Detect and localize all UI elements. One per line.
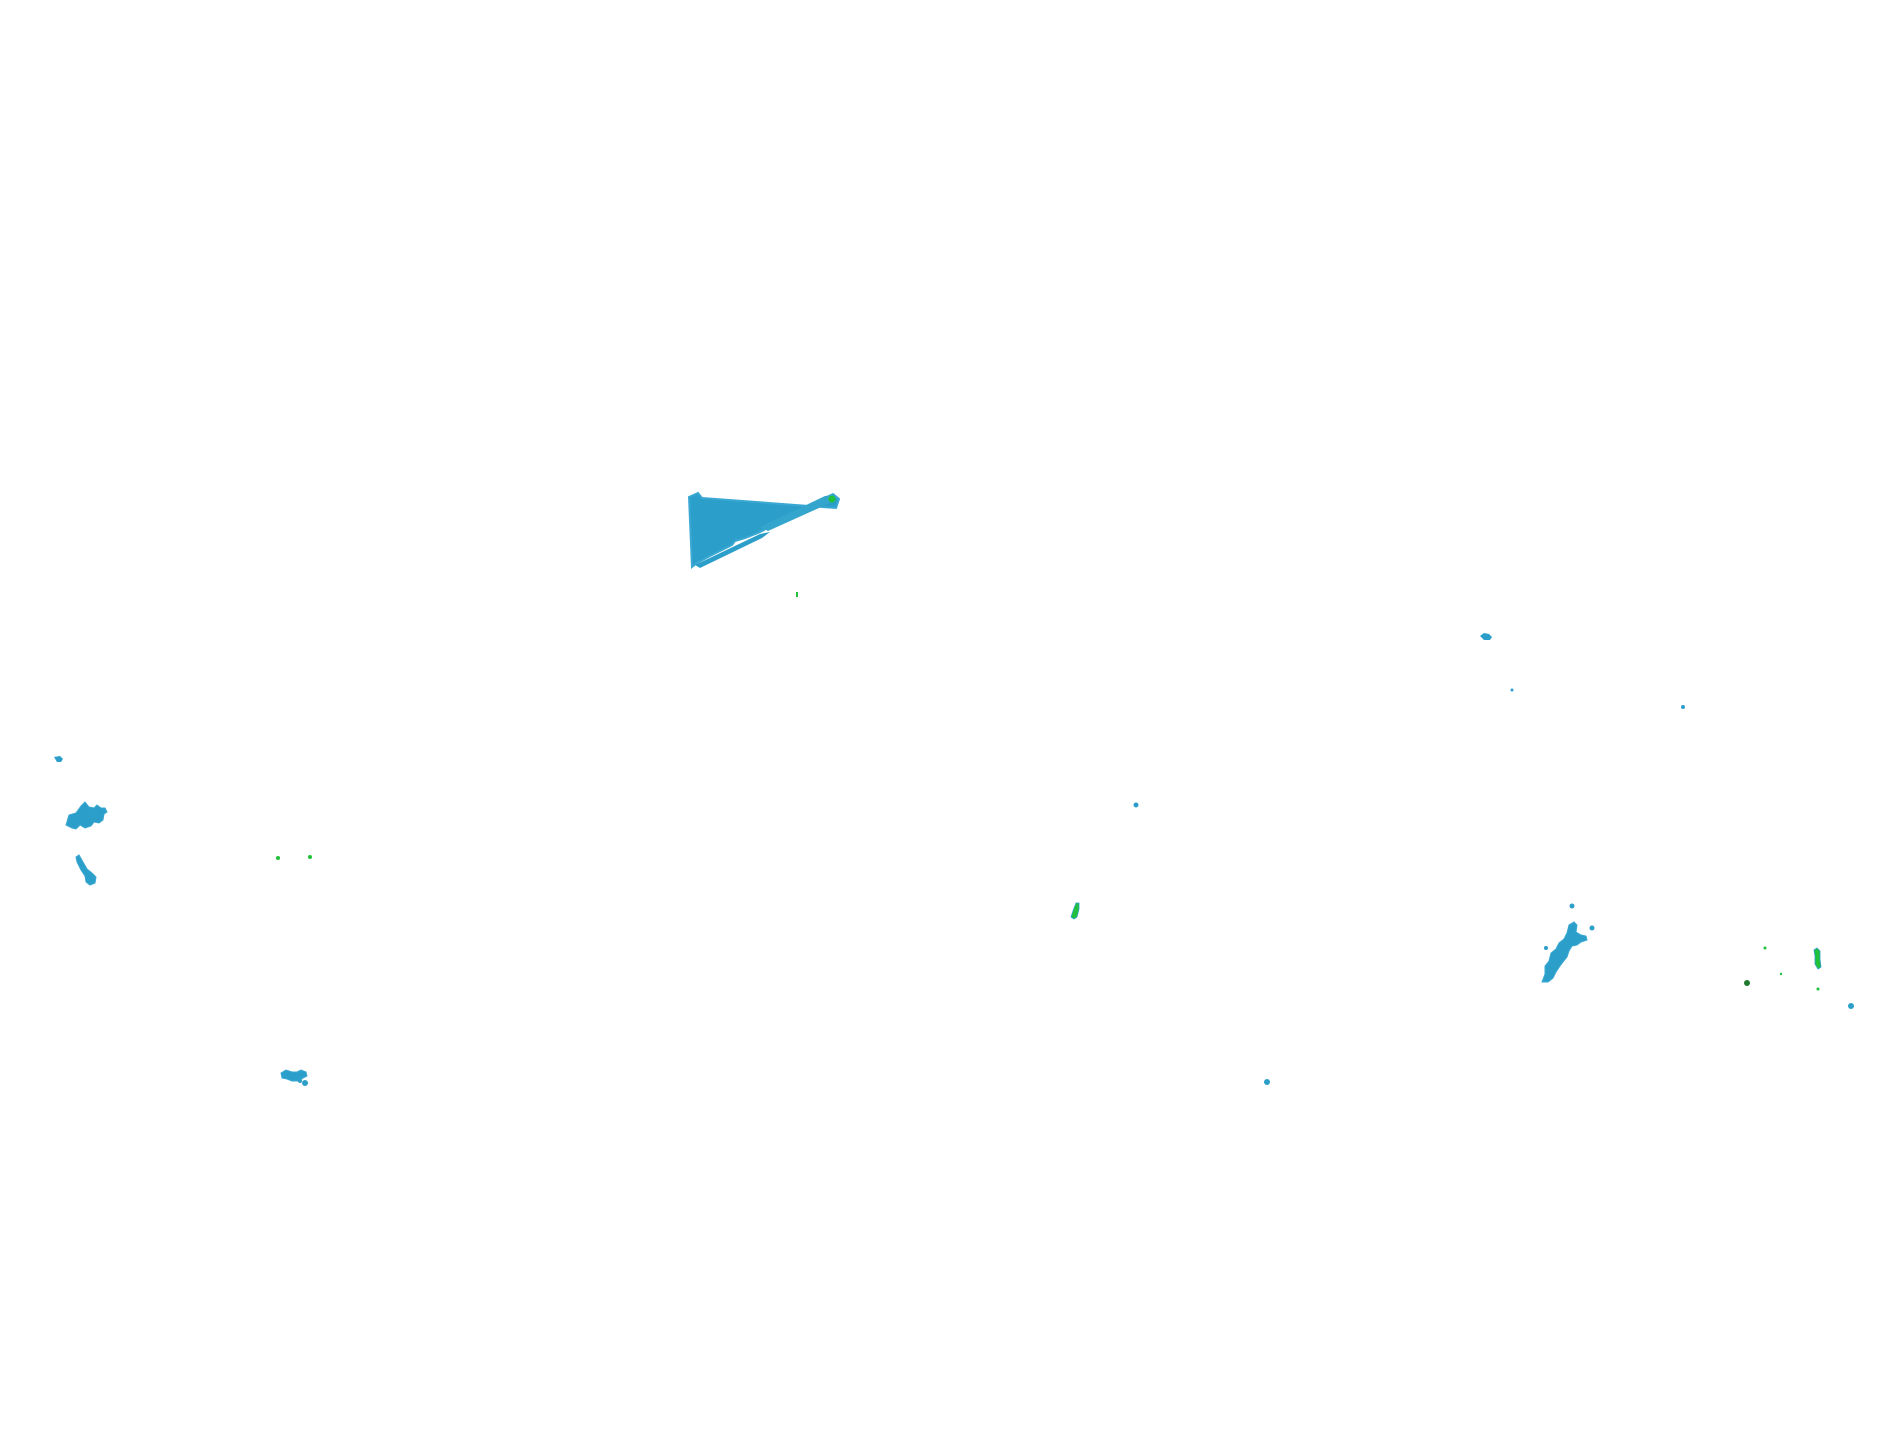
west-elongated-pond <box>75 854 97 886</box>
northeast-small-ponds <box>1480 633 1685 709</box>
linear-reservoir-strip <box>687 491 841 570</box>
central-green-patch <box>1070 902 1080 920</box>
strip-tip-vegetation <box>828 495 836 503</box>
west-lake-cluster <box>65 801 108 830</box>
central-small-ponds <box>1133 802 1270 1085</box>
west-green-specks <box>276 855 312 860</box>
southwest-pond-cluster <box>280 1069 308 1086</box>
east-lake-cluster <box>1541 903 1595 983</box>
speck-below-strip <box>796 592 798 597</box>
far-east-pond <box>1848 1003 1854 1009</box>
far-east-green-patches <box>1744 946 1822 991</box>
west-small-pond <box>54 756 63 762</box>
